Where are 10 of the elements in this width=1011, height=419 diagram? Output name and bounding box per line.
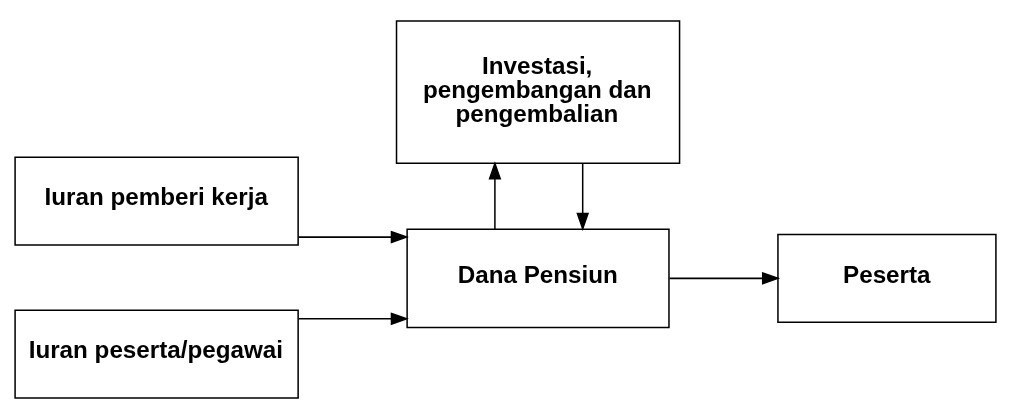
arrow (576, 162, 590, 232)
node-box: Dana Pensiun (406, 228, 670, 329)
node-box: Investasi, pengembangan dan pengembalian (395, 20, 681, 165)
arrow (297, 312, 409, 326)
arrow (488, 161, 502, 230)
node-box: Iuran pemberi kerja (14, 156, 299, 246)
arrow (297, 230, 409, 244)
node-box: Peserta (777, 233, 997, 323)
node-box: Iuran peserta/pegawai (14, 309, 299, 399)
arrow (668, 272, 781, 285)
